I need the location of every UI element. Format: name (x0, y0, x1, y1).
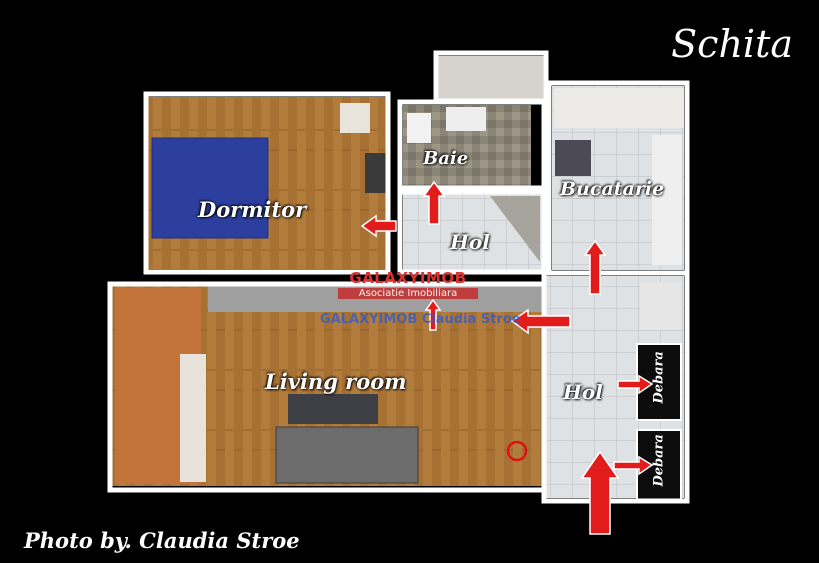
brand-logo: GALAXYIMOB Asociatie Imobiliara (338, 269, 478, 299)
room-label-hol-top: Hol (450, 230, 490, 254)
room-label-dormitor: Dormitor (198, 197, 307, 222)
sofa (275, 426, 419, 484)
watermark-text: GALAXYIMOB Claudia Stroe (320, 312, 521, 327)
photo-credit: Photo by. Claudia Stroe (24, 528, 300, 553)
brand-name: GALAXYIMOB (349, 269, 467, 287)
arrow-dormitor (360, 214, 397, 238)
room-label-debara-2: Debara (651, 434, 667, 487)
arrow-baie (422, 180, 446, 225)
room-label-living: Living room (265, 369, 407, 394)
arrow-debara-1 (617, 374, 654, 395)
sketch-title: Schita (671, 22, 793, 66)
room-label-hol-right: Hol (563, 380, 603, 404)
arrow-living (510, 308, 571, 335)
brand-tagline: Asociatie Imobiliara (338, 288, 478, 299)
room-label-bucatarie: Bucatarie (560, 178, 665, 200)
arrow-bucatarie (583, 239, 607, 295)
bed (151, 137, 269, 239)
arrow-entrance (580, 450, 620, 535)
arrow-debara-2 (613, 455, 654, 476)
room-label-baie: Baie (423, 148, 469, 169)
room-label-debara-1: Debara (651, 351, 667, 404)
